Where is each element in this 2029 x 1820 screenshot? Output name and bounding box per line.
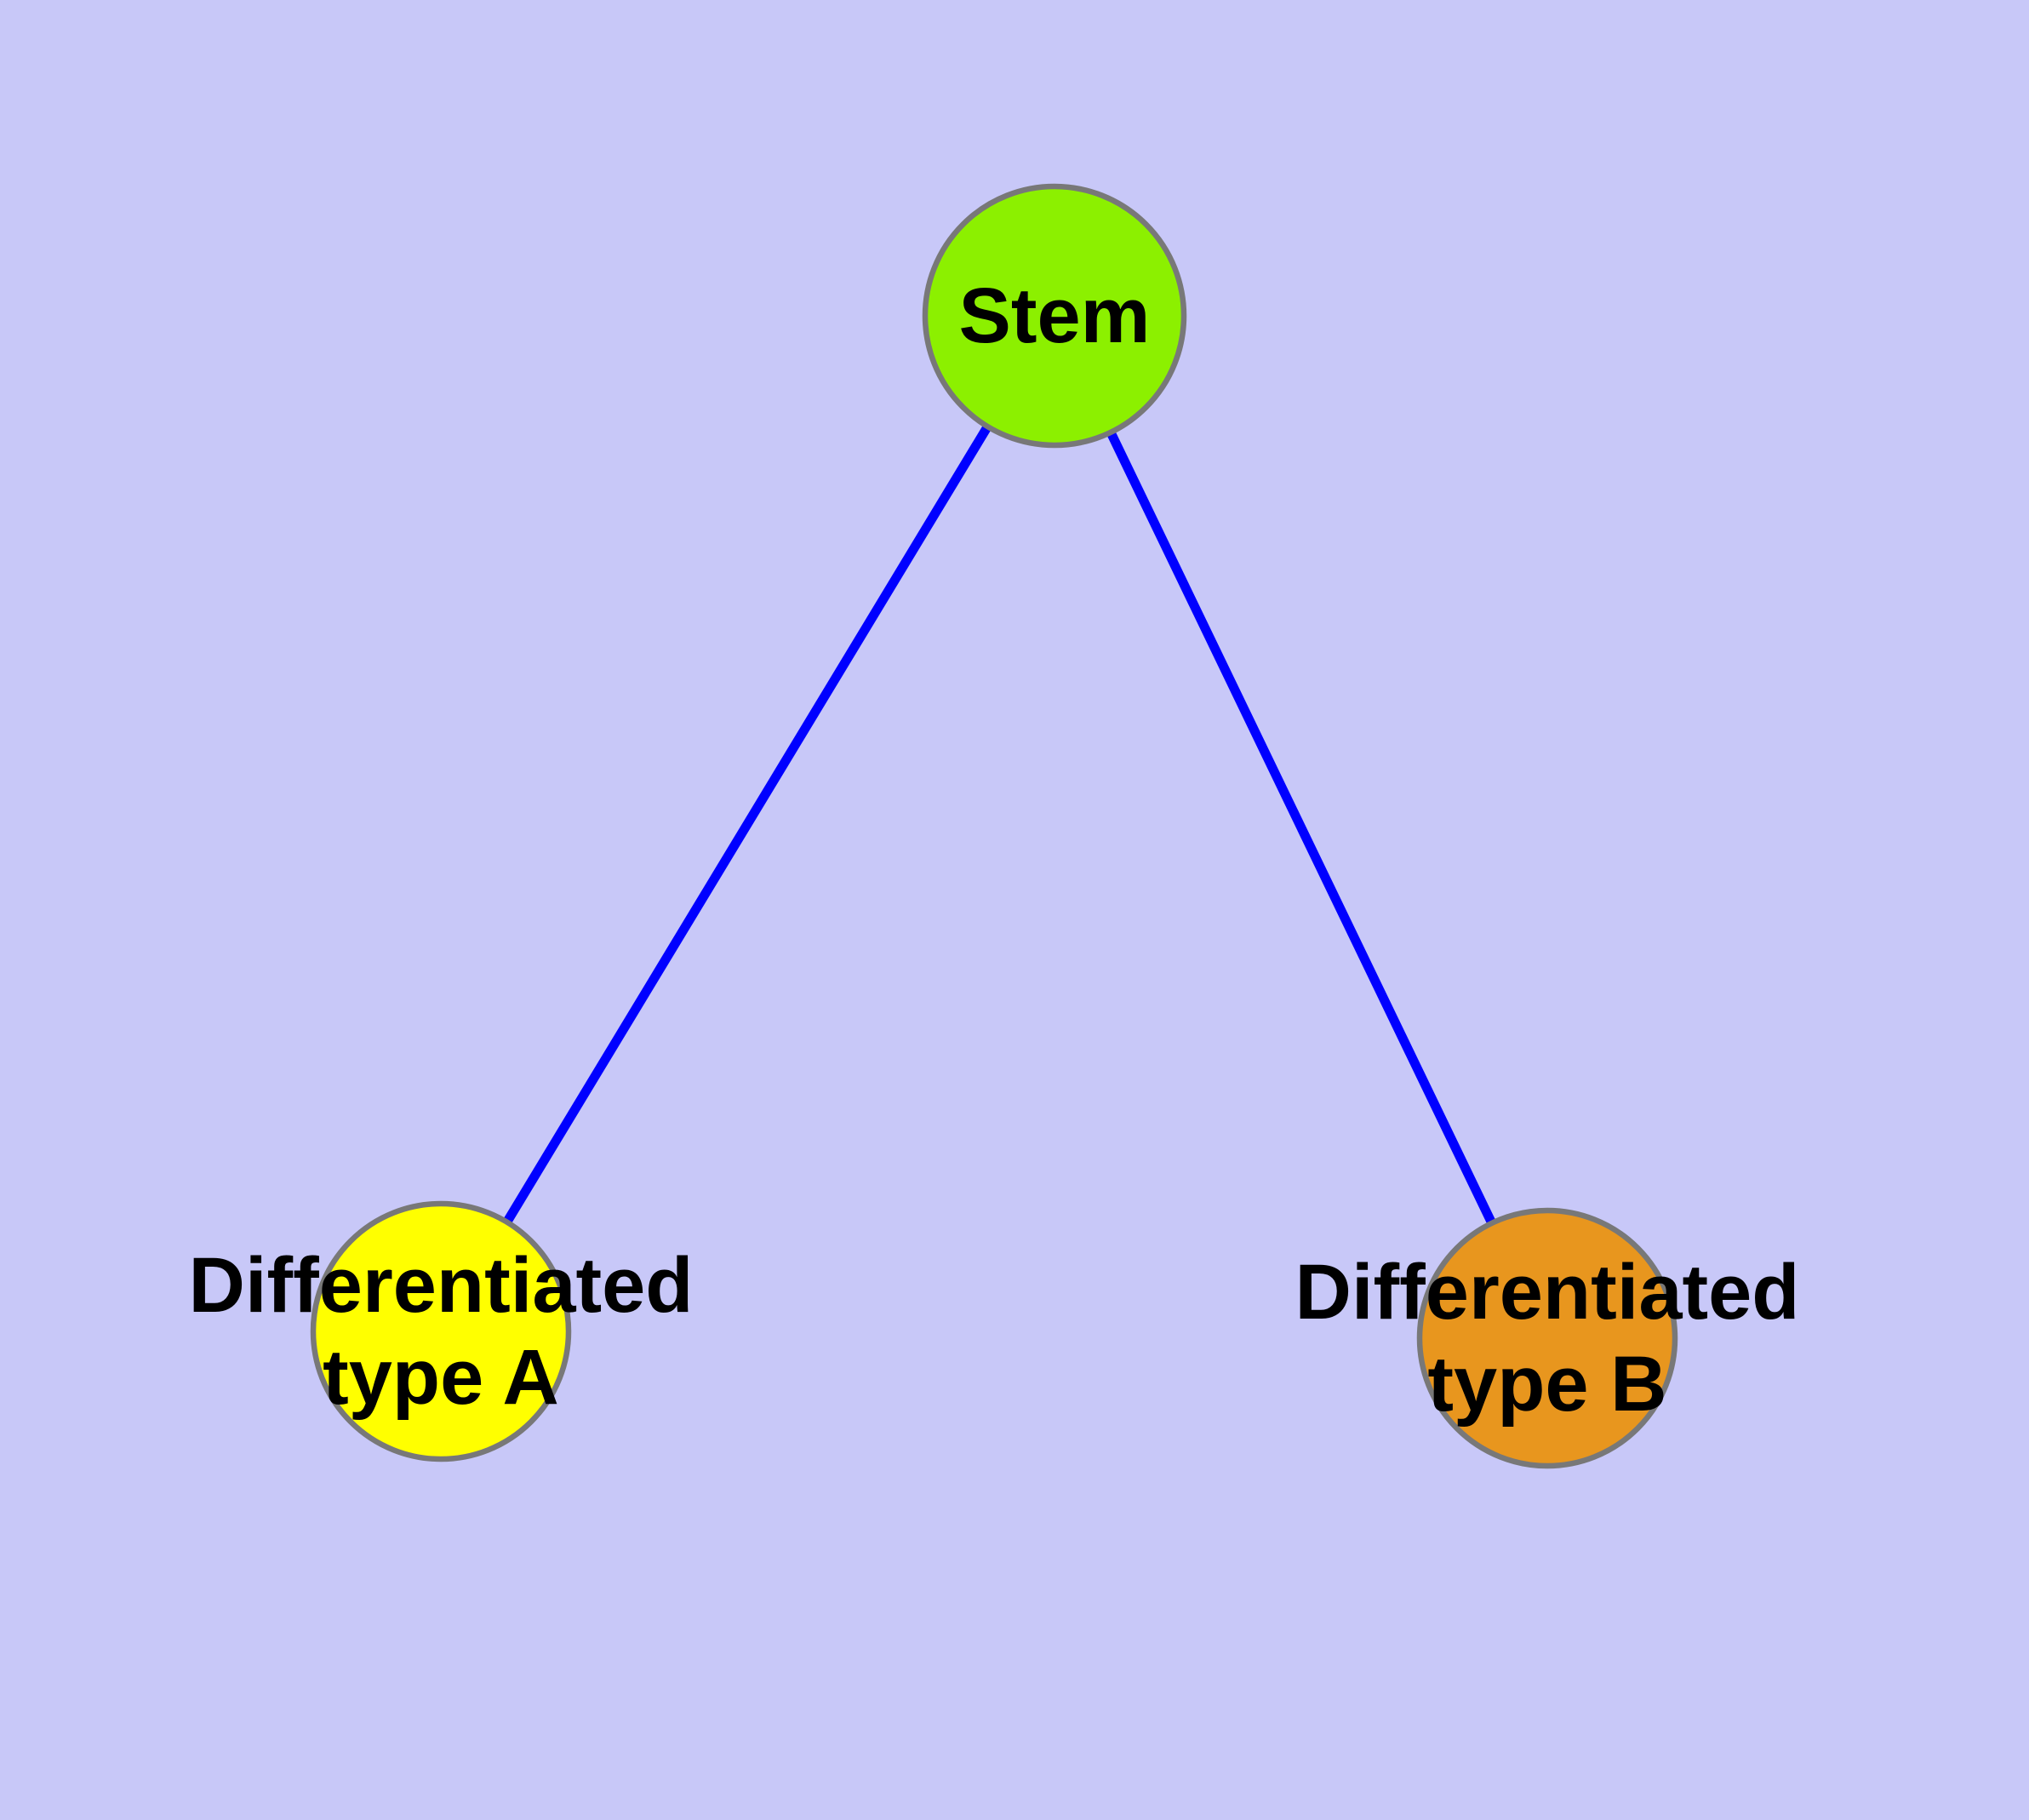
- node-stem-label-line-1: Stem: [959, 272, 1151, 359]
- node-differentiated-type-b-label-line-2: type B: [1427, 1341, 1666, 1428]
- node-differentiated-type-a-label-line-1: Differentiated: [189, 1242, 694, 1329]
- node-stem-circle: [922, 183, 1187, 449]
- node-differentiated-type-b-label-line-1: Differentiated: [1295, 1249, 1800, 1336]
- node-differentiated-type-a-circle: [310, 1200, 572, 1462]
- node-differentiated-type-b-circle: [1416, 1207, 1678, 1469]
- edge-stem-to-differentiated-type-b: [1050, 313, 1552, 1341]
- edges-layer: [437, 313, 1552, 1341]
- nodes-layer: [310, 183, 1678, 1469]
- node-differentiated-type-a-label-line-2: type A: [323, 1334, 559, 1421]
- edge-stem-to-differentiated-type-a: [437, 313, 1059, 1334]
